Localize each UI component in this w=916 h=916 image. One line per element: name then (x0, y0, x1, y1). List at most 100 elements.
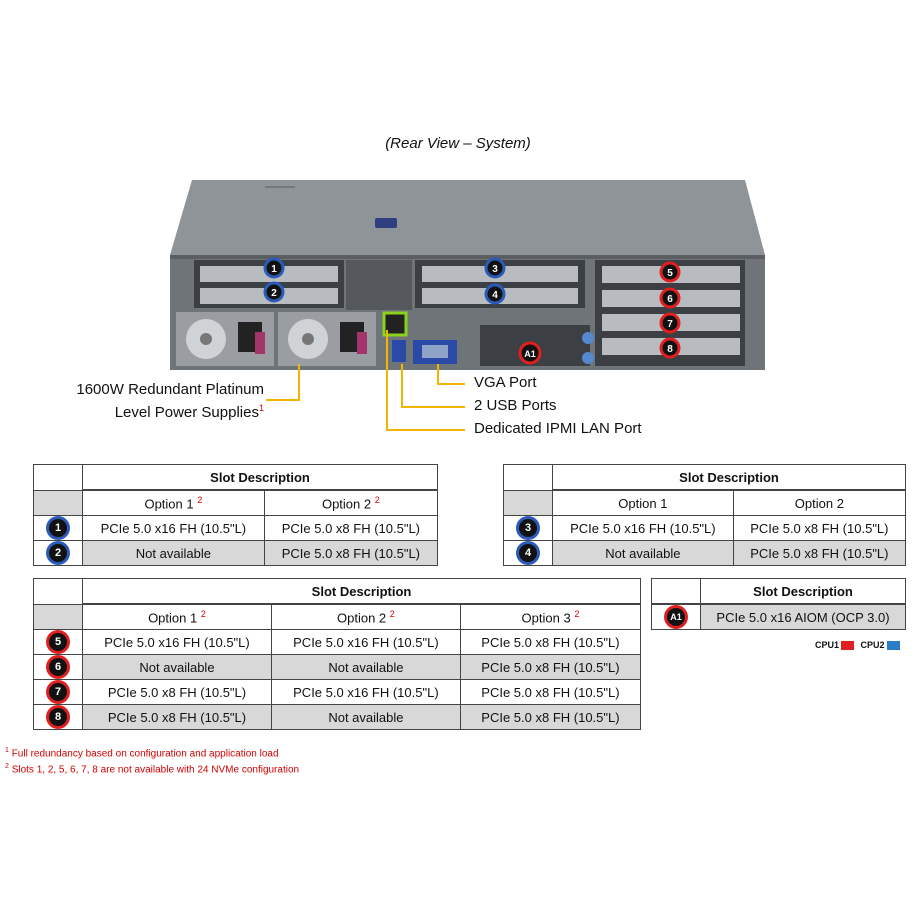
svg-text:2: 2 (271, 288, 277, 299)
table-row: 4 Not available PCIe 5.0 x8 FH (10.5"L) (503, 540, 907, 566)
marker-slot-1: 1 (263, 257, 285, 279)
table-cell: Not available (82, 654, 272, 680)
marker-slot-6: 6 (659, 287, 681, 309)
table-cell: Not available (270, 654, 461, 680)
callout-usb: 2 USB Ports (474, 397, 557, 414)
marker-slot-8: 8 (659, 337, 681, 359)
table-row: 7 PCIe 5.0 x8 FH (10.5"L) PCIe 5.0 x16 F… (33, 679, 642, 705)
table-row: 8 PCIe 5.0 x8 FH (10.5"L) Not available … (33, 704, 642, 730)
slot-table-5-8: Slot Description Option 1 2 Option 2 2 O… (33, 578, 642, 730)
callout-line (401, 364, 403, 407)
svg-text:4: 4 (492, 290, 498, 301)
table-row: 1 PCIe 5.0 x16 FH (10.5"L) PCIe 5.0 x8 F… (33, 515, 439, 541)
table-cell: PCIe 5.0 x16 FH (10.5"L) (82, 629, 272, 655)
legend-cpu1-label: CPU1 (815, 640, 840, 650)
legend-cpu2-swatch (886, 641, 900, 651)
marker-slot-2: 2 (263, 281, 285, 303)
table-cell: PCIe 5.0 x8 FH (10.5"L) (459, 704, 642, 730)
callout-line (401, 406, 465, 408)
svg-text:8: 8 (667, 344, 673, 355)
footnote-ref: 1 (258, 403, 264, 413)
table-row: 5 PCIe 5.0 x16 FH (10.5"L) PCIe 5.0 x16 … (33, 629, 642, 655)
table-row: 2 Not available PCIe 5.0 x8 FH (10.5"L) (33, 540, 439, 566)
svg-text:6: 6 (667, 294, 673, 305)
table-cell: PCIe 5.0 x8 FH (10.5"L) (263, 540, 439, 566)
option-header: Option 2 2 (270, 603, 461, 630)
slot-badge: 4 (519, 544, 537, 562)
callout-psu-line1: 1600W Redundant Platinum (76, 381, 264, 398)
callout-line (386, 429, 465, 431)
option-header: Option 1 2 (82, 603, 272, 630)
legend-cpu2-label: CPU2 (860, 640, 885, 650)
marker-slot-5: 5 (659, 261, 681, 283)
table-cell: Not available (552, 540, 734, 566)
callout-line (298, 364, 300, 400)
table-cell: PCIe 5.0 x8 FH (10.5"L) (82, 679, 272, 705)
footnote-1: 1 Full redundancy based on configuration… (5, 747, 279, 760)
table-title: Slot Description (82, 464, 438, 491)
table-cell: PCIe 5.0 x8 FH (10.5"L) (732, 540, 907, 566)
table-cell: PCIe 5.0 x8 FH (10.5"L) (459, 629, 642, 655)
table-row: 3 PCIe 5.0 x16 FH (10.5"L) PCIe 5.0 x8 F… (503, 515, 907, 541)
slot-badge: 5 (49, 633, 67, 651)
callout-line (437, 383, 465, 385)
footnote-2: 2 Slots 1, 2, 5, 6, 7, 8 are not availab… (5, 763, 300, 776)
slot-badge: 6 (49, 658, 67, 676)
slot-badge: 8 (49, 708, 67, 726)
slot-badge: 2 (49, 544, 67, 562)
slot-badge: 3 (519, 519, 537, 537)
callout-psu-line2: Level Power Supplies (114, 404, 259, 421)
table-cell: PCIe 5.0 x8 FH (10.5"L) (459, 654, 642, 680)
slot-table-3-4: Slot Description Option 1 Option 2 3 PCI… (503, 464, 907, 566)
slot-badge: 7 (49, 683, 67, 701)
footnotes: 1 Full redundancy based on configuration… (5, 744, 299, 777)
table-cell: PCIe 5.0 x16 FH (10.5"L) (270, 629, 461, 655)
slot-table-1-2: Slot Description Option 1 2 Option 2 2 1… (33, 464, 439, 566)
table-title: Slot Description (82, 578, 641, 605)
callout-line (266, 399, 300, 401)
svg-text:A1: A1 (524, 349, 536, 359)
table-row: 6 Not available Not available PCIe 5.0 x… (33, 654, 642, 680)
callout-line (437, 364, 439, 384)
table-cell: PCIe 5.0 x8 FH (10.5"L) (459, 679, 642, 705)
chassis-top (170, 180, 765, 255)
table-cell: PCIe 5.0 x8 FH (10.5"L) (82, 704, 272, 730)
table-cell: PCIe 5.0 x16 FH (10.5"L) (552, 515, 734, 541)
server-rear-view: 1 2 3 4 5 6 7 8 A1 (170, 180, 765, 370)
figure-caption: (Rear View – System) (385, 135, 531, 152)
table-title: Slot Description (552, 464, 906, 491)
chassis-latch (375, 218, 397, 228)
slot-badge: A1 (667, 608, 685, 626)
callout-vga: VGA Port (474, 374, 537, 391)
option-header: Option 1 (552, 489, 734, 516)
svg-text:7: 7 (667, 319, 673, 330)
callout-line (386, 330, 388, 430)
marker-slot-3: 3 (484, 257, 506, 279)
table-cell: Not available (82, 540, 265, 566)
ipmi-lan-port (382, 311, 408, 337)
callout-psu: 1600W Redundant Platinum Level Power Sup… (76, 380, 264, 422)
slot-badge: 1 (49, 519, 67, 537)
svg-text:1: 1 (271, 264, 277, 275)
usb-ports (392, 340, 406, 362)
option-header: Option 3 2 (459, 603, 642, 630)
marker-slot-7: 7 (659, 312, 681, 334)
option-header: Option 2 2 (263, 489, 439, 516)
callout-ipmi: Dedicated IPMI LAN Port (474, 420, 642, 437)
table-cell: PCIe 5.0 x8 FH (10.5"L) (732, 515, 907, 541)
table-cell: PCIe 5.0 x8 FH (10.5"L) (263, 515, 439, 541)
svg-text:5: 5 (667, 268, 673, 279)
legend-cpu1-swatch (841, 641, 855, 651)
option-header: Option 2 (732, 489, 907, 516)
marker-slot-4: 4 (484, 283, 506, 305)
option-header: Option 1 2 (82, 489, 265, 516)
table-cell: PCIe 5.0 x16 FH (10.5"L) (82, 515, 265, 541)
table-cell: PCIe 5.0 x16 AIOM (OCP 3.0) (700, 603, 906, 630)
svg-text:3: 3 (492, 264, 498, 275)
marker-slot-a1: A1 (518, 341, 542, 365)
table-cell: Not available (270, 704, 461, 730)
table-cell: PCIe 5.0 x16 FH (10.5"L) (270, 679, 461, 705)
table-title: Slot Description (700, 578, 906, 605)
cpu-legend: CPU1 CPU2 (815, 640, 904, 651)
table-row: A1 PCIe 5.0 x16 AIOM (OCP 3.0) (651, 603, 906, 630)
